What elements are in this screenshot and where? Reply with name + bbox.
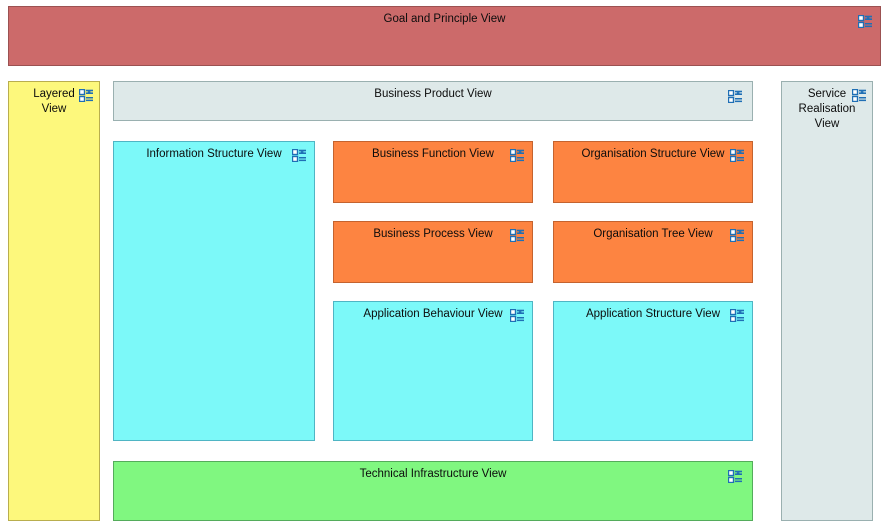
- view-application-structure-label: Application Structure View: [585, 308, 721, 320]
- viewpoint-icon[interactable]: [852, 89, 866, 102]
- viewpoint-icon[interactable]: [292, 149, 306, 162]
- view-organisation-structure[interactable]: Organisation Structure View: [553, 141, 753, 203]
- view-organisation-tree[interactable]: Organisation Tree View: [553, 221, 753, 283]
- view-business-function-label: Business Function View: [372, 148, 494, 160]
- viewpoint-icon[interactable]: [728, 470, 742, 483]
- view-application-behaviour-label: Application Behaviour View: [363, 308, 503, 320]
- view-organisation-structure-label: Organisation Structure View: [581, 148, 725, 160]
- viewpoint-icon[interactable]: [730, 229, 744, 242]
- view-goal-and-principle[interactable]: Goal and Principle View: [8, 6, 881, 66]
- view-technical-infrastructure-label: Technical Infrastructure View: [359, 468, 507, 480]
- view-business-product-label: Business Product View: [374, 88, 492, 100]
- view-business-function[interactable]: Business Function View: [333, 141, 533, 203]
- view-layered[interactable]: Layered View: [8, 81, 100, 521]
- view-information-structure-label: Information Structure View: [146, 148, 282, 160]
- viewpoint-icon[interactable]: [510, 309, 524, 322]
- view-application-behaviour[interactable]: Application Behaviour View: [333, 301, 533, 441]
- view-service-realisation[interactable]: Service Realisation View: [781, 81, 873, 521]
- viewpoint-icon[interactable]: [510, 229, 524, 242]
- view-organisation-tree-label: Organisation Tree View: [593, 228, 713, 240]
- viewpoint-icon[interactable]: [728, 90, 742, 103]
- view-goal-and-principle-label: Goal and Principle View: [383, 13, 506, 25]
- view-information-structure[interactable]: Information Structure View: [113, 141, 315, 441]
- viewpoint-icon[interactable]: [858, 15, 872, 28]
- view-business-process[interactable]: Business Process View: [333, 221, 533, 283]
- viewpoint-icon[interactable]: [510, 149, 524, 162]
- view-application-structure[interactable]: Application Structure View: [553, 301, 753, 441]
- viewpoint-icon[interactable]: [79, 89, 93, 102]
- view-technical-infrastructure[interactable]: Technical Infrastructure View: [113, 461, 753, 521]
- viewpoint-icon[interactable]: [730, 309, 744, 322]
- viewpoint-icon[interactable]: [730, 149, 744, 162]
- view-business-product[interactable]: Business Product View: [113, 81, 753, 121]
- view-business-process-label: Business Process View: [373, 228, 493, 240]
